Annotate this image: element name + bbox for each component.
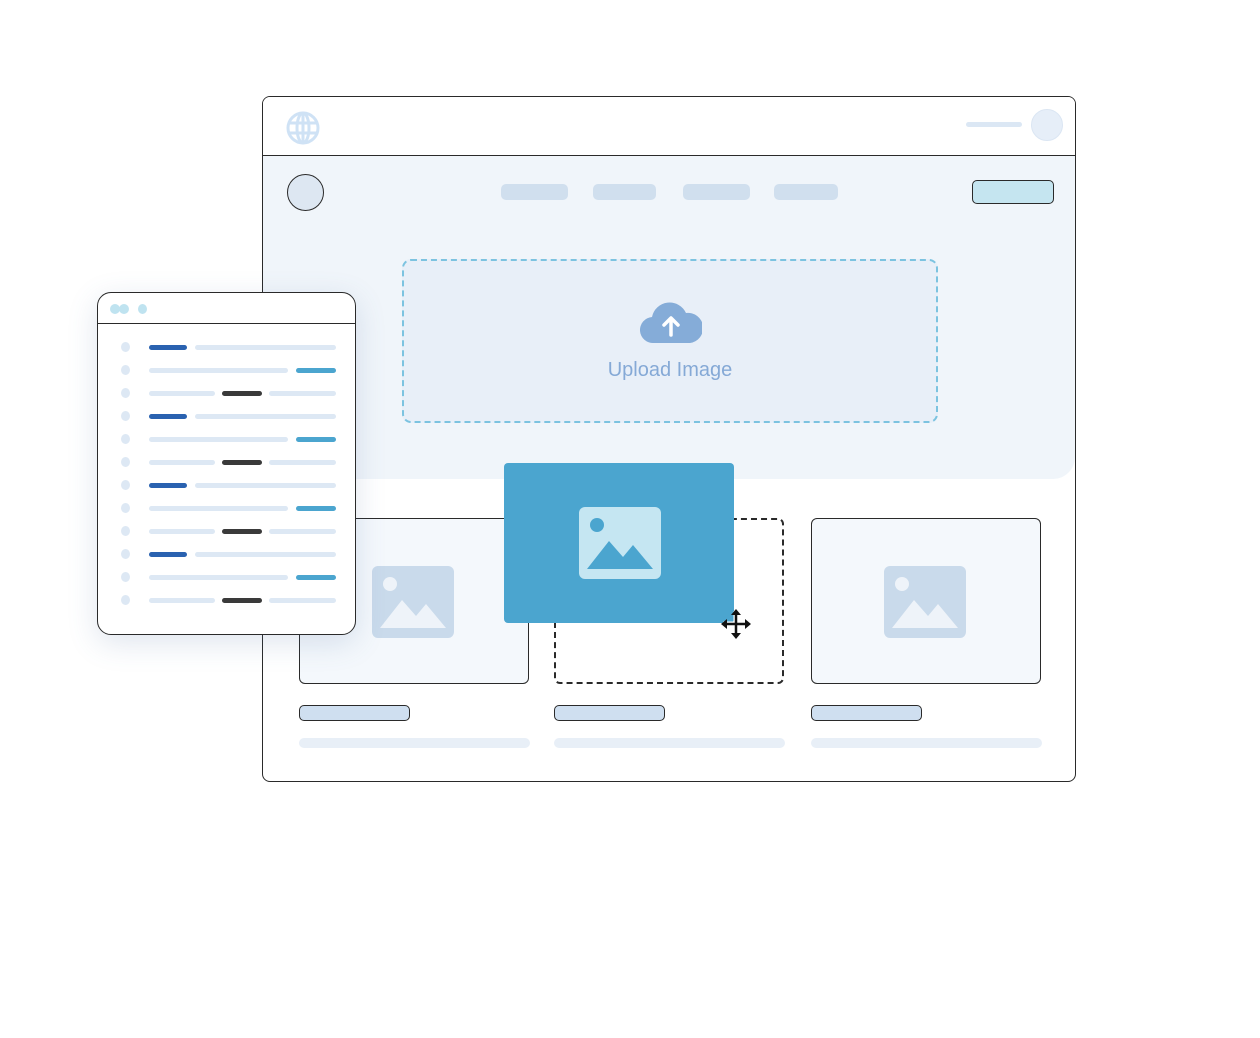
- text-bar: [269, 598, 336, 603]
- upload-dropzone[interactable]: Upload Image: [402, 259, 938, 423]
- image-icon: [579, 507, 661, 579]
- card-title-placeholder: [299, 705, 410, 721]
- bullet-dot: [121, 595, 130, 605]
- bullet-dot: [121, 411, 130, 421]
- card-text-placeholder: [299, 738, 530, 748]
- highlight-bar: [149, 414, 187, 419]
- text-bar: [149, 391, 215, 396]
- text-bar: [149, 460, 215, 465]
- move-cursor-icon: [721, 609, 751, 639]
- highlight-bar: [222, 529, 262, 534]
- cta-button[interactable]: [972, 180, 1054, 204]
- text-bar: [149, 598, 215, 603]
- text-bar: [195, 345, 336, 350]
- cloud-upload-icon: [640, 302, 702, 344]
- globe-icon: [286, 111, 320, 145]
- header-line-placeholder: [966, 122, 1022, 127]
- panel-header: [98, 293, 355, 324]
- highlight-bar: [296, 368, 336, 373]
- window-dot: [119, 304, 129, 314]
- upload-label: Upload Image: [607, 359, 733, 381]
- nav-item[interactable]: [501, 184, 568, 200]
- text-bar: [269, 391, 336, 396]
- highlight-bar: [222, 391, 262, 396]
- text-bar: [195, 414, 336, 419]
- bullet-dot: [121, 457, 130, 467]
- browser-window: Upload Image: [262, 96, 1076, 782]
- bullet-dot: [121, 342, 130, 352]
- card-title-placeholder: [811, 705, 922, 721]
- side-panel-window: [97, 292, 356, 635]
- text-bar: [149, 506, 288, 511]
- user-avatar[interactable]: [1031, 109, 1063, 141]
- image-icon: [884, 566, 966, 638]
- highlight-bar: [222, 598, 262, 603]
- bullet-dot: [121, 434, 130, 444]
- image-icon: [372, 566, 454, 638]
- card-text-placeholder: [811, 738, 1042, 748]
- window-dot: [138, 304, 147, 314]
- bullet-dot: [121, 388, 130, 398]
- text-bar: [149, 437, 288, 442]
- text-bar: [195, 483, 336, 488]
- bullet-dot: [121, 365, 130, 375]
- image-card[interactable]: [811, 518, 1041, 684]
- highlight-bar: [149, 552, 187, 557]
- browser-header: [263, 97, 1075, 156]
- text-bar: [195, 552, 336, 557]
- nav-item[interactable]: [683, 184, 750, 200]
- dragged-image-card[interactable]: [504, 463, 734, 623]
- bullet-dot: [121, 549, 130, 559]
- highlight-bar: [222, 460, 262, 465]
- card-title-placeholder: [554, 705, 665, 721]
- text-bar: [269, 529, 336, 534]
- hero-section: Upload Image: [263, 156, 1075, 479]
- nav-item[interactable]: [774, 184, 838, 200]
- highlight-bar: [296, 506, 336, 511]
- bullet-dot: [121, 572, 130, 582]
- nav-item[interactable]: [593, 184, 656, 200]
- bullet-dot: [121, 503, 130, 513]
- logo-circle: [287, 174, 324, 211]
- text-bar: [269, 460, 336, 465]
- window-dot: [110, 304, 120, 314]
- text-bar: [149, 575, 288, 580]
- text-bar: [149, 368, 288, 373]
- bullet-dot: [121, 480, 130, 490]
- text-bar: [149, 529, 215, 534]
- highlight-bar: [149, 483, 187, 488]
- highlight-bar: [149, 345, 187, 350]
- bullet-dot: [121, 526, 130, 536]
- highlight-bar: [296, 575, 336, 580]
- card-text-placeholder: [554, 738, 785, 748]
- highlight-bar: [296, 437, 336, 442]
